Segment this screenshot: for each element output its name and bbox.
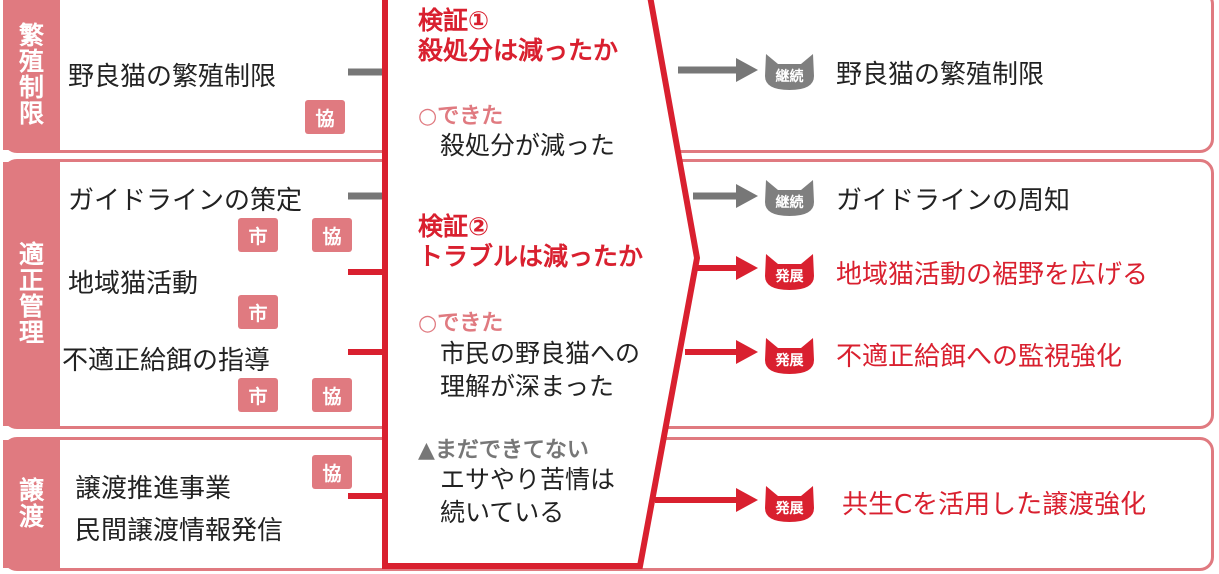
svg-text:継続: 継続 <box>776 194 804 211</box>
svg-text:継続: 継続 <box>776 68 804 85</box>
item-guideline: ガイドラインの策定 <box>68 186 303 216</box>
cat-badge-develop-icon: 発展 <box>765 486 814 522</box>
badge-assoc: 協 <box>312 455 352 489</box>
outcome-community-cats-expand: 地域猫活動の裾野を広げる <box>836 260 1149 290</box>
badge-city: 市 <box>238 295 278 329</box>
cat-badge-develop-icon: 発展 <box>765 254 814 290</box>
verification-2-issue: ▲まだできてない <box>418 438 589 463</box>
verification-2-issue-detail: エサやり苦情は 続いている <box>440 465 616 527</box>
badge-city: 市 <box>238 218 278 252</box>
badge-city: 市 <box>238 378 278 412</box>
cat-badge-continue-icon: 継続 <box>765 54 814 90</box>
svg-text:発展: 発展 <box>775 268 804 285</box>
item-community-cats: 地域猫活動 <box>68 269 199 299</box>
verification-1-detail: 殺処分が減った <box>440 131 616 160</box>
badge-assoc: 協 <box>312 218 352 252</box>
badge-assoc: 協 <box>305 100 345 134</box>
verification-2-detail: 市民の野良猫への 理解が深まった <box>440 339 641 401</box>
outcome-transfer-strengthen: 共生Cを活用した譲渡強化 <box>842 490 1147 520</box>
outcome-feeding-monitoring: 不適正給餌への監視強化 <box>836 342 1123 372</box>
item-improper-feeding: 不適正給餌の指導 <box>62 346 271 376</box>
cat-badge-develop-icon: 発展 <box>765 338 814 374</box>
item-breeding-limit: 野良猫の繁殖制限 <box>68 62 277 92</box>
verification-2-result: ○できた <box>418 311 504 336</box>
verification-2-title: 検証② トラブルは減ったか <box>418 212 644 271</box>
cat-badge-continue-icon: 継続 <box>765 180 814 216</box>
outcome-guideline-awareness: ガイドラインの周知 <box>836 186 1071 216</box>
verification-1-result: ○できた <box>418 104 504 129</box>
side-label-management: 適正 管理 <box>3 162 60 426</box>
svg-text:発展: 発展 <box>775 352 804 369</box>
side-label-transfer: 譲渡 <box>3 440 60 568</box>
outcome-breeding-limit: 野良猫の繁殖制限 <box>836 60 1045 90</box>
verification-1-title: 検証① 殺処分は減ったか <box>418 6 619 65</box>
badge-assoc: 協 <box>312 378 352 412</box>
item-transfer-promo: 譲渡推進事業 <box>75 474 232 504</box>
svg-text:発展: 発展 <box>775 500 804 517</box>
item-private-transfer: 民間譲渡情報発信 <box>75 516 284 546</box>
side-label-breeding: 繁殖 制限 <box>3 0 60 150</box>
